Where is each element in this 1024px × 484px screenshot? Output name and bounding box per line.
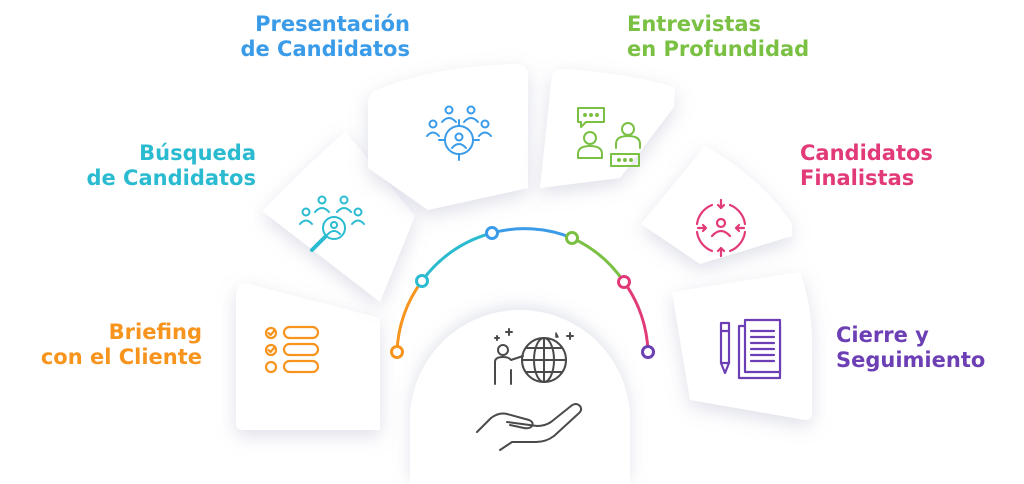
arc-segment-orange [395, 279, 424, 354]
step-label-presentacion-line1: Presentación [255, 12, 410, 36]
arc-node-green [565, 231, 579, 245]
arc-node-purple [641, 345, 655, 359]
candidate-network-icon [426, 105, 492, 161]
arc-node-teal [415, 274, 429, 288]
step-label-busqueda: Búsqueda de Candidatos [86, 141, 256, 191]
step-label-briefing-line2: con el Cliente [40, 345, 202, 369]
step-label-cierre: Cierre y Seguimiento [836, 323, 985, 373]
segment-card-briefing [236, 283, 380, 430]
center-hub [410, 310, 630, 484]
step-label-finalistas: Candidatos Finalistas [800, 141, 933, 191]
step-label-cierre-line1: Cierre y [836, 323, 929, 347]
step-label-busqueda-line1: Búsqueda [139, 141, 256, 165]
arc-segment-blue [490, 227, 574, 240]
step-label-entrevistas-line1: Entrevistas [627, 12, 762, 36]
interview-icon [577, 107, 641, 167]
arc-node-blue [485, 226, 499, 240]
step-label-entrevistas: Entrevistas en Profundidad [627, 12, 809, 62]
candidate-search-icon [299, 195, 365, 252]
progress-arc [390, 226, 655, 359]
arc-node-orange [390, 345, 404, 359]
step-label-finalistas-line2: Finalistas [800, 166, 915, 190]
step-label-busqueda-line2: de Candidatos [86, 166, 256, 190]
document-pencil-icon [719, 318, 782, 380]
segment-card-entrevistas [540, 68, 675, 188]
step-label-entrevistas-line2: en Profundidad [627, 37, 810, 61]
segment-card-finalistas [641, 146, 792, 264]
step-label-briefing: Briefing con el Cliente [41, 320, 202, 370]
arc-node-pink [617, 275, 631, 289]
step-label-finalistas-line1: Candidatos [800, 141, 933, 165]
step-label-presentacion: Presentación de Candidatos [240, 12, 410, 62]
finalist-target-icon [695, 198, 747, 258]
checklist-icon [264, 325, 320, 374]
segment-card-cierre [672, 272, 812, 420]
arc-segment-green [570, 236, 626, 284]
arc-segment-pink [622, 280, 650, 354]
step-label-presentacion-line2: de Candidatos [240, 37, 410, 61]
step-label-cierre-line2: Seguimiento [836, 348, 986, 372]
step-label-briefing-line1: Briefing [108, 320, 202, 344]
global-recruitment-hand-icon [476, 328, 583, 451]
segment-card-presentacion [368, 64, 528, 210]
arc-segment-teal [420, 231, 494, 283]
